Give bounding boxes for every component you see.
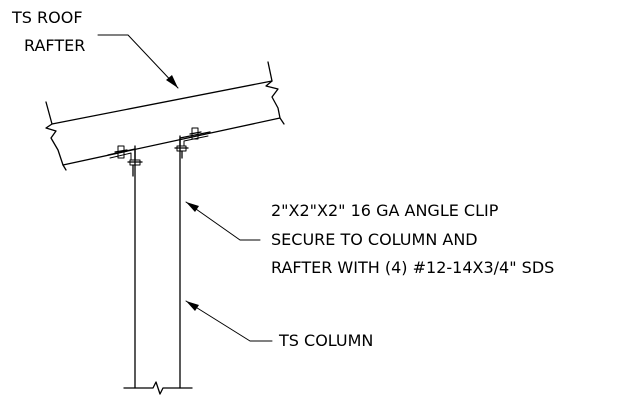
angle-clip-left — [107, 145, 143, 177]
clip-label-line2: SECURE TO COLUMN AND — [271, 230, 478, 249]
rafter-break-left — [45, 101, 67, 171]
rafter-label-line2: RAFTER — [24, 36, 85, 55]
column-label: TS COLUMN — [278, 331, 373, 350]
rafter-break-right — [265, 61, 285, 125]
rafter-label-line1: TS ROOF — [11, 8, 83, 27]
ts-column — [123, 135, 193, 395]
column-leader — [185, 300, 273, 342]
clip-label-line1: 2"X2"X2" 16 GA ANGLE CLIP — [271, 201, 499, 220]
angle-clip-right — [174, 127, 211, 159]
column-break-bottom — [123, 381, 193, 395]
clip-leader — [185, 201, 261, 241]
roof-rafter — [45, 61, 285, 171]
clip-label-line3: RAFTER WITH (4) #12-14X3/4" SDS — [271, 258, 554, 277]
rafter-leader — [97, 34, 179, 89]
